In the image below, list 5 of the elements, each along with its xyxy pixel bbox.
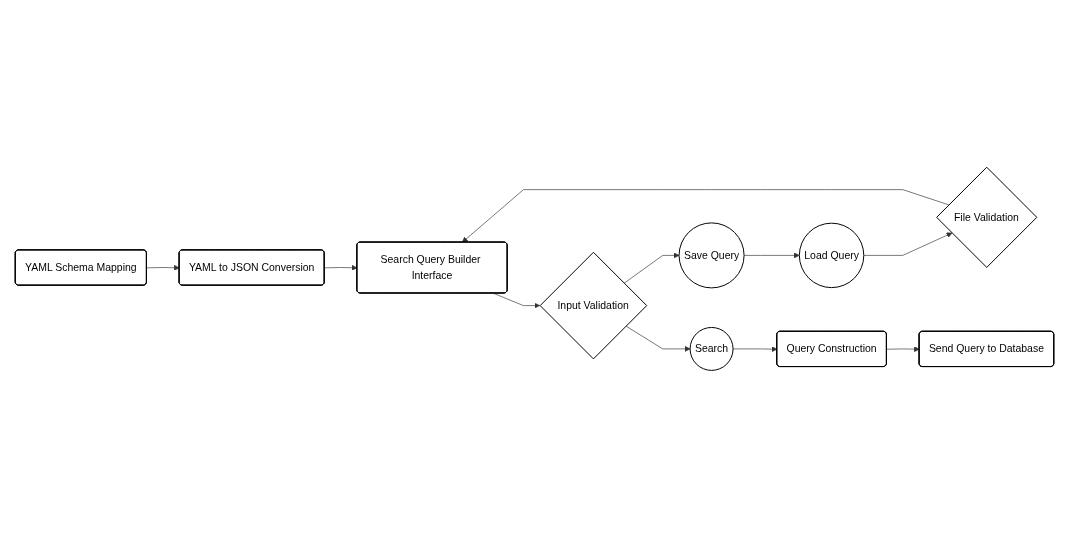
- node-circle: Load Query: [798, 222, 865, 289]
- node-diamond: Input Validation: [539, 252, 648, 360]
- node-circle: Save Query: [678, 222, 745, 289]
- node-circle: Search: [689, 327, 734, 372]
- node-diamond: File Validation: [936, 166, 1038, 269]
